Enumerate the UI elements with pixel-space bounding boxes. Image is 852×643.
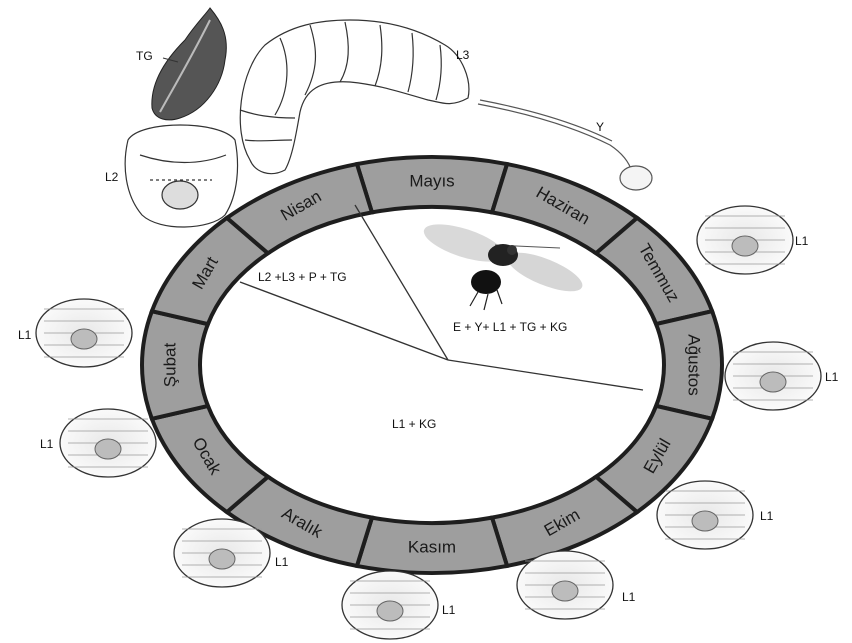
label-l1: L1	[760, 509, 774, 523]
larva-l1-cell	[657, 481, 753, 549]
label-l1: L1	[825, 370, 839, 384]
label-l2: L2	[105, 170, 119, 184]
month-label: Şubat	[160, 343, 179, 388]
month-ring: MayısHaziranTemmuzAğustosEylülEkimKasımA…	[142, 157, 722, 573]
larva-l1-cell	[725, 342, 821, 410]
larva-l1-cell	[60, 409, 156, 477]
label-l1: L1	[18, 328, 32, 342]
label-l1: L1	[40, 437, 54, 451]
label-l3: L3	[456, 48, 470, 62]
larva-l1-cell	[342, 571, 438, 639]
sector-label-winter: L1 + KG	[392, 417, 436, 431]
larva-l1-cell	[697, 206, 793, 274]
larva-l3-illustration	[240, 20, 469, 174]
larva-l1-cell	[517, 551, 613, 619]
label-l1: L1	[442, 603, 456, 617]
month-label: Kasım	[408, 537, 456, 556]
label-l1: L1	[275, 555, 289, 569]
sector-label-summer: E + Y+ L1 + TG + KG	[453, 320, 567, 334]
larva-l2-illustration	[125, 125, 237, 227]
larva-l1-cell	[174, 519, 270, 587]
month-label: Mayıs	[409, 171, 454, 190]
month-label: Ağustos	[685, 334, 704, 395]
sector-label-spring: L2 +L3 + P + TG	[258, 270, 347, 284]
leaf-illustration	[152, 8, 226, 120]
larva-l1-cell	[36, 299, 132, 367]
label-tg: TG	[136, 49, 153, 63]
label-l1: L1	[795, 234, 809, 248]
label-y: Y	[596, 120, 604, 134]
label-l1: L1	[622, 590, 636, 604]
